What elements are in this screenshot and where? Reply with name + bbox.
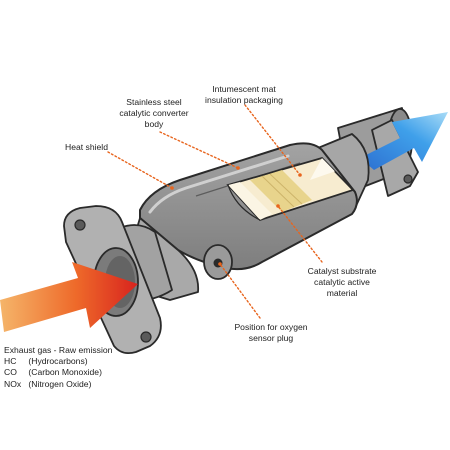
leader-dot-substrate [276, 204, 280, 208]
label-oxygen-sensor: Position for oxygen sensor plug [225, 322, 317, 344]
label-substrate-line-3: material [326, 288, 358, 298]
emission-title: Exhaust gas - Raw emission [4, 345, 113, 355]
label-body-line-1: Stainless steel [126, 97, 182, 107]
leader-body [159, 131, 239, 169]
emission-name: (Hydrocarbons) [28, 356, 88, 367]
leader-dot-mat [298, 173, 302, 177]
emission-abbr: HC [4, 356, 17, 367]
outlet-arrow [360, 112, 448, 170]
emission-item: HC (Hydrocarbons) [4, 356, 112, 367]
label-mat-line-1: Intumescent mat [212, 84, 276, 94]
leader-mat [244, 104, 301, 176]
label-catalyst-substrate: Catalyst substrate catalytic active mate… [297, 266, 387, 299]
emission-name: (Carbon Monoxide) [28, 367, 102, 378]
emission-abbr: CO [4, 367, 17, 378]
emission-legend: Exhaust gas - Raw emission HC (Hydrocarb… [4, 345, 112, 390]
emission-item: CO (Carbon Monoxide) [4, 367, 112, 378]
emission-item: NOx (Nitrogen Oxide) [4, 379, 112, 390]
emission-abbr: NOx [4, 378, 22, 389]
leader-dot-shield [170, 186, 174, 190]
label-body-line-3: body [144, 119, 164, 129]
substrate-cutaway [226, 156, 355, 222]
inlet-arrow [0, 262, 138, 332]
leader-shield [107, 151, 173, 189]
leader-dot-body [236, 166, 240, 170]
label-sensor-line-1: Position for oxygen [234, 322, 308, 332]
label-body-line-2: catalytic converter [119, 108, 189, 118]
emission-name: (Nitrogen Oxide) [28, 378, 92, 389]
oxygen-sensor-boss [203, 244, 233, 280]
label-shield-line-1: Heat shield [65, 142, 108, 152]
label-intumescent-mat: Intumescent mat insulation packaging [198, 84, 290, 106]
label-heat-shield: Heat shield [65, 142, 108, 153]
label-substrate-line-1: Catalyst substrate [307, 266, 377, 276]
label-stainless-body: Stainless steel catalytic converter body [104, 97, 204, 130]
label-sensor-line-2: sensor plug [248, 333, 294, 343]
label-mat-line-2: insulation packaging [205, 95, 283, 105]
leader-sensor [219, 263, 261, 319]
body-highlight [148, 154, 290, 214]
leader-dot-sensor [218, 262, 222, 266]
label-substrate-line-2: catalytic active [314, 277, 370, 287]
leader-substrate [277, 205, 323, 263]
